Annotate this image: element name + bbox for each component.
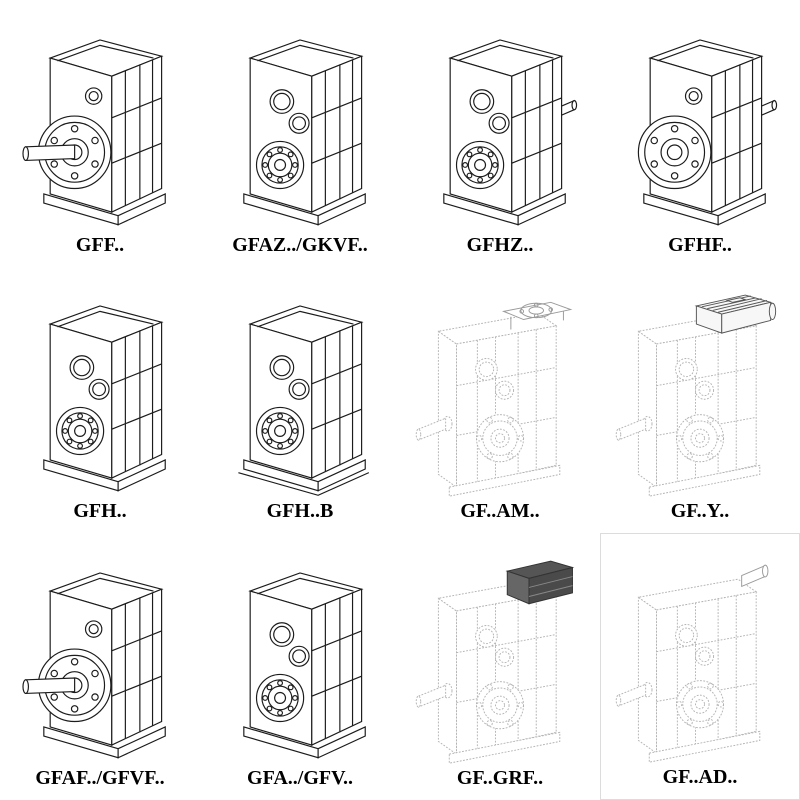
gearbox-label: GFF..	[75, 233, 125, 256]
drawing-geometry	[616, 565, 768, 762]
gearbox-label: GFAZ../GKVF..	[232, 233, 368, 256]
gearbox-cell-gfa-gfv: GFA../GFV..	[200, 533, 400, 800]
gearbox-label: GF..AD..	[662, 765, 738, 788]
gearbox-cell-gfhf: GFHF..	[600, 0, 800, 267]
gearbox-hollow-shaft-drawing	[207, 553, 393, 765]
drawing-geometry	[244, 40, 365, 225]
gearbox-flange-shaft-drawing	[7, 20, 193, 232]
gearbox-iec-adapter-drawing	[407, 286, 593, 498]
gearbox-hollow-shaft-stub-drawing	[407, 20, 593, 232]
gearbox-cell-gf-grf: GF..GRF..	[400, 533, 600, 800]
gearbox-cell-gfh-b: GFH..B	[200, 267, 400, 534]
drawing-geometry	[244, 573, 365, 758]
drawing-geometry	[638, 40, 776, 225]
gearbox-cell-gfhz: GFHZ..	[400, 0, 600, 267]
drawing-geometry	[23, 573, 165, 758]
gearbox-cell-gfaf-gfvf: GFAF../GFVF..	[0, 533, 200, 800]
gearbox-baseplate-drawing	[207, 286, 393, 498]
drawing-geometry	[416, 303, 570, 497]
gearbox-with-motor-drawing	[607, 286, 793, 498]
gearbox-label: GFA../GFV..	[247, 766, 353, 789]
gearbox-label: GFAF../GFVF..	[35, 766, 165, 789]
gearbox-hollow-shaft-drawing	[207, 20, 393, 232]
gearbox-label: GFH..B	[266, 500, 334, 523]
gearbox-cell-gff: GFF..	[0, 0, 200, 267]
gearbox-cell-gfh: GFH..	[0, 267, 200, 534]
drawing-geometry	[23, 40, 165, 225]
gearbox-label: GFHF..	[668, 233, 732, 256]
drawing-geometry	[238, 306, 368, 495]
gearbox-label: GFHZ..	[466, 233, 534, 256]
gearbox-input-adapter-drawing	[607, 552, 793, 764]
drawing-geometry	[416, 561, 572, 763]
gearbox-label: GF..GRF..	[456, 766, 544, 789]
gearbox-cell-gf-y: GF..Y..	[600, 267, 800, 534]
gearbox-cover-block-drawing	[407, 553, 593, 765]
gearbox-hollow-shaft-drawing	[7, 286, 193, 498]
gearbox-cell-gf-ad: GF..AD..	[600, 533, 800, 800]
gearbox-cell-gf-am: GF..AM..	[400, 267, 600, 534]
gearbox-flange-shaft-drawing	[7, 553, 193, 765]
gearbox-label: GF..Y..	[670, 500, 730, 523]
gearbox-label: GF..AM..	[460, 500, 540, 523]
drawing-geometry	[44, 306, 165, 491]
gearbox-flange-hollow-drawing	[607, 20, 793, 232]
drawing-geometry	[444, 40, 577, 225]
gearbox-cell-gfaz-gkvf: GFAZ../GKVF..	[200, 0, 400, 267]
gearbox-label: GFH..	[73, 500, 127, 523]
drawing-geometry	[616, 295, 775, 496]
